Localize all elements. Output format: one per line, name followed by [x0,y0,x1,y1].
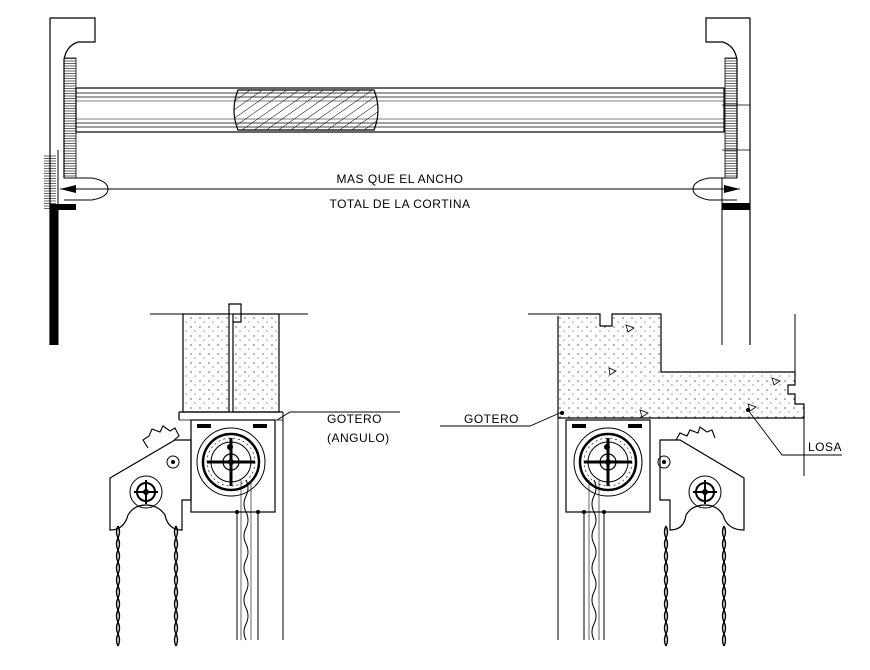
chain-left-a [115,525,121,647]
concrete-slab [528,313,805,419]
gotero-angulo-label-line2: (ANGULO) [327,431,390,445]
chain-sprocket-right [688,475,722,509]
gotero-label: GOTERO [464,412,519,426]
roller-gear-left [195,426,267,498]
lintel-block-left [182,313,230,413]
gotero-angulo-label-line1: GOTERO [327,412,382,426]
dimension-label-line1: MAS QUE EL ANCHO [337,172,464,186]
chain-right-b [721,525,727,647]
spring-coil [233,89,379,131]
chain-left-b [173,525,179,647]
losa-label: LOSA [808,440,842,454]
chain-right-a [663,525,669,647]
left-section-view: GOTERO (ANGULO) [109,303,400,647]
lintel-block-right [232,313,280,413]
right-section-view: GOTERO LOSA [440,306,842,647]
roller-housing-right [565,419,651,513]
width-dimension [60,177,740,201]
roller-tube [75,87,725,133]
crank-housing-right [659,439,745,531]
curtain-slats-left [243,479,249,641]
top-plan-view: MAS QUE EL ANCHO TOTAL DE LA CORTINA [44,17,751,345]
curtain-slats-right [591,479,597,641]
roller-gear-right [572,426,644,498]
dimension-label-line2: TOTAL DE LA CORTINA [329,197,470,211]
chain-sprocket-left [129,475,163,509]
